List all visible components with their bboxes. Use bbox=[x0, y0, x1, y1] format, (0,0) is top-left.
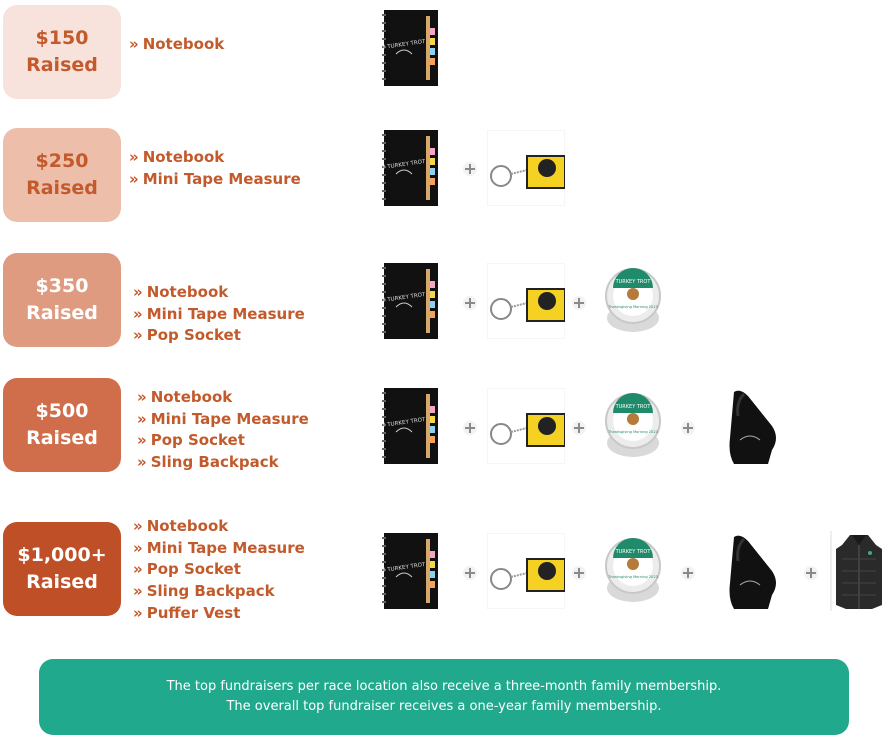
tape-measure-image bbox=[487, 533, 565, 609]
plus-icon bbox=[572, 566, 586, 580]
membership-note-line-2: The overall top fundraiser receives a on… bbox=[226, 699, 662, 714]
list-item: »Pop Socket bbox=[133, 560, 241, 579]
puffer-vest-image bbox=[830, 531, 882, 611]
notebook-image: Y TURKEY TROT bbox=[382, 10, 438, 86]
list-item: »Mini Tape Measure bbox=[129, 169, 301, 188]
pop-socket-print-top: TURKEY TROT bbox=[615, 279, 652, 285]
amount-label: Raised bbox=[26, 177, 98, 199]
list-item: »Pop Socket bbox=[133, 326, 241, 345]
plus-icon bbox=[463, 296, 477, 310]
pop-socket-print-bottom: Thanksgiving Morning 2023 bbox=[607, 305, 658, 309]
plus-icon bbox=[463, 566, 477, 580]
reward-list: »Notebook »Mini Tape Measure »Pop Socket bbox=[133, 282, 305, 347]
amount-value: $500 bbox=[35, 400, 89, 422]
amount-value: $150 bbox=[35, 27, 89, 49]
reward-list: »Notebook »Mini Tape Measure bbox=[129, 147, 301, 190]
amount-label: Raised bbox=[26, 302, 98, 324]
sling-backpack-image bbox=[729, 390, 776, 464]
pop-socket-image: TURKEY TROT Thanksgiving Morning 2023 bbox=[605, 393, 661, 457]
plus-icon bbox=[804, 566, 818, 580]
notebook-image: Y TURKEY TROT bbox=[382, 388, 438, 464]
membership-note-banner: The top fundraisers per race location al… bbox=[39, 659, 849, 735]
membership-note-line-1: The top fundraisers per race location al… bbox=[166, 679, 722, 694]
sling-backpack-image bbox=[729, 535, 776, 609]
list-item: »Notebook bbox=[137, 388, 233, 406]
list-item: »Notebook bbox=[129, 35, 225, 53]
amount-badge: $500 Raised bbox=[3, 378, 121, 472]
pop-socket-image: TURKEY TROT Thanksgiving Morning 2023 bbox=[605, 538, 661, 602]
amount-value: $250 bbox=[35, 150, 89, 172]
list-item: »Notebook bbox=[129, 148, 225, 166]
pop-socket-print-bottom: Thanksgiving Morning 2023 bbox=[607, 575, 658, 579]
plus-icon bbox=[572, 296, 586, 310]
list-item: »Sling Backpack bbox=[137, 453, 279, 472]
plus-icon bbox=[463, 162, 477, 176]
plus-icon bbox=[681, 421, 695, 435]
reward-list: »Notebook »Mini Tape Measure »Pop Socket… bbox=[137, 387, 309, 474]
amount-label: Raised bbox=[26, 54, 98, 76]
amount-value: $350 bbox=[35, 275, 89, 297]
amount-badge: $350 Raised bbox=[3, 253, 121, 347]
tape-measure-image bbox=[487, 388, 565, 464]
tape-measure-image bbox=[487, 130, 565, 206]
pop-socket-image: TURKEY TROT Thanksgiving Morning 2023 bbox=[605, 268, 661, 332]
amount-label: Raised bbox=[26, 571, 98, 593]
pop-socket-print-bottom: Thanksgiving Morning 2023 bbox=[607, 430, 658, 434]
list-item: »Mini Tape Measure bbox=[137, 409, 309, 428]
plus-icon bbox=[681, 566, 695, 580]
list-item: »Mini Tape Measure bbox=[133, 538, 305, 557]
pop-socket-print-top: TURKEY TROT bbox=[615, 549, 652, 555]
list-item: »Notebook bbox=[133, 283, 229, 301]
plus-icon bbox=[463, 421, 477, 435]
reward-list: »Notebook »Mini Tape Measure »Pop Socket… bbox=[133, 516, 305, 625]
tape-measure-image bbox=[487, 263, 565, 339]
list-item: »Puffer Vest bbox=[133, 603, 241, 622]
amount-badge: $150 Raised bbox=[3, 5, 121, 99]
list-item: »Pop Socket bbox=[137, 431, 245, 450]
plus-icon bbox=[572, 421, 586, 435]
list-item: »Sling Backpack bbox=[133, 582, 275, 601]
list-item: »Mini Tape Measure bbox=[133, 304, 305, 323]
notebook-image: Y TURKEY TROT bbox=[382, 130, 438, 206]
reward-list: »Notebook bbox=[129, 34, 224, 56]
notebook-image: Y TURKEY TROT bbox=[382, 533, 438, 609]
amount-badge: $250 Raised bbox=[3, 128, 121, 222]
amount-badge: $1,000+ Raised bbox=[3, 522, 121, 616]
list-item: »Notebook bbox=[133, 517, 229, 535]
amount-label: Raised bbox=[26, 427, 98, 449]
amount-value: $1,000+ bbox=[17, 544, 107, 566]
pop-socket-print-top: TURKEY TROT bbox=[615, 404, 652, 410]
notebook-image: Y TURKEY TROT bbox=[382, 263, 438, 339]
